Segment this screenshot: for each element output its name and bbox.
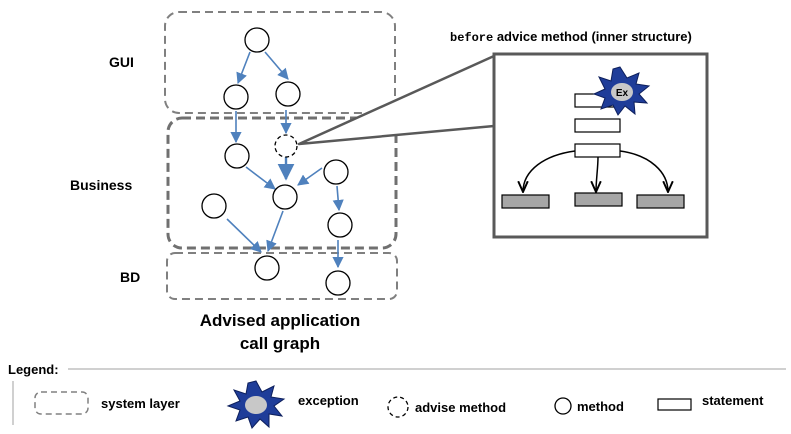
gui-layer-label: GUI — [109, 54, 134, 70]
exception-burst-icon: Ex — [592, 66, 651, 116]
gui-layer — [164, 11, 396, 114]
call-graph-edges — [226, 51, 344, 269]
legend-statement-icon — [657, 398, 692, 411]
legend-method-label: method — [577, 399, 624, 414]
exception-badge-text: Ex — [616, 88, 629, 99]
legend-advise-method-label: advise method — [415, 400, 506, 415]
method-node — [325, 270, 351, 296]
edge — [264, 51, 289, 80]
statement-block — [574, 143, 621, 158]
legend-system-layer-label: system layer — [101, 396, 180, 411]
legend-system-layer-icon — [34, 391, 89, 415]
edge — [332, 185, 344, 212]
legend-method-icon — [554, 397, 572, 415]
call-graph-nodes — [201, 27, 353, 296]
edge — [236, 51, 251, 85]
target-block — [636, 194, 685, 209]
inner-structure-title-text: advice method (inner structure) — [493, 29, 692, 44]
legend-exception-label: exception — [298, 393, 359, 408]
method-node — [224, 143, 250, 169]
business-layer — [166, 116, 398, 250]
edge — [245, 166, 276, 190]
target-block — [574, 192, 623, 207]
target-block — [501, 194, 550, 209]
caption-line-1: Advised application — [200, 311, 361, 330]
branch-arrows — [523, 150, 668, 192]
advise-method-node — [274, 134, 298, 158]
edge — [266, 210, 284, 253]
method-node — [272, 184, 298, 210]
legend-title: Legend: — [8, 362, 59, 377]
business-layer-label: Business — [70, 177, 132, 193]
method-node — [254, 255, 280, 281]
method-node — [244, 27, 270, 53]
method-node — [327, 212, 353, 238]
statement-block — [574, 118, 621, 133]
inner-structure-title: before advice method (inner structure) — [450, 29, 692, 45]
bd-layer — [166, 252, 398, 300]
method-node — [275, 81, 301, 107]
caption-line-2: call graph — [240, 334, 320, 353]
legend-advise-method-icon — [387, 396, 409, 418]
zoom-connector — [297, 54, 496, 146]
legend: Legend: system layer exception advise me… — [8, 362, 786, 429]
method-node — [201, 193, 227, 219]
legend-statement-label: statement — [702, 393, 764, 408]
bd-layer-label: BD — [120, 269, 140, 285]
legend-exception-icon — [226, 380, 286, 429]
method-node — [223, 84, 249, 110]
edge — [297, 167, 323, 186]
edge — [226, 218, 262, 253]
method-node — [323, 159, 349, 185]
before-keyword: before — [450, 31, 493, 45]
